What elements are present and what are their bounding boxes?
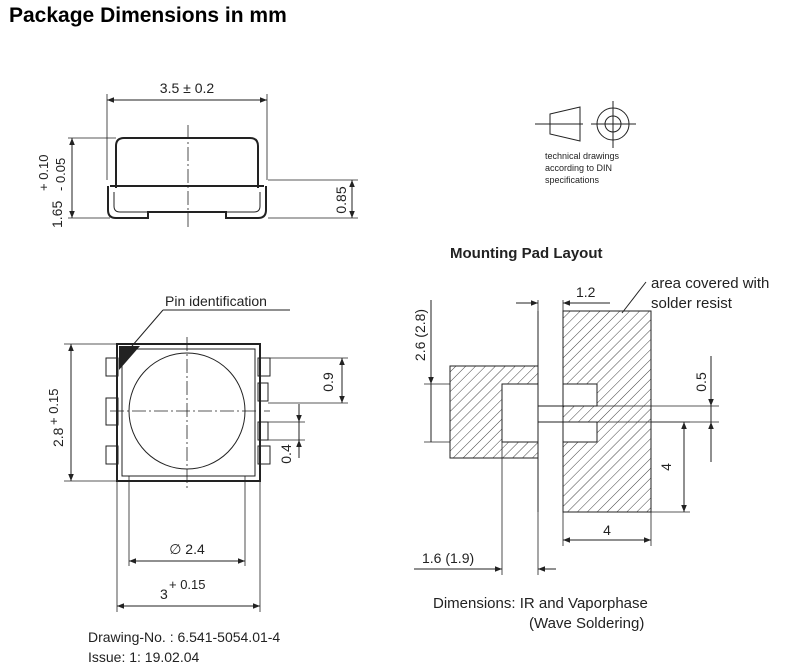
pad-dim-height: 4 [658, 463, 674, 471]
pad-dim-gap: 0.5 [693, 372, 709, 392]
drawing-issue: Issue: 1: 19.02.04 [88, 649, 200, 665]
side-height-tol-minus: - 0.05 [53, 158, 68, 191]
pin-identification-marker [119, 346, 140, 370]
resist-label-line: solder resist [651, 295, 733, 312]
drawing-number: Drawing-No. : 6.541-5054.01-4 [88, 629, 280, 645]
top-height-dim: 2.8 [50, 427, 66, 447]
top-height-tol: + 0.15 [46, 388, 61, 425]
projection-symbol-icon [535, 101, 636, 148]
din-note-line: according to DIN [545, 163, 612, 173]
top-width-tol: + 0.15 [169, 577, 206, 592]
mounting-note-line2: (Wave Soldering) [529, 615, 644, 632]
din-note: technical drawings according to DIN spec… [545, 151, 622, 185]
side-width-dim: 3.5 ± 0.2 [160, 80, 215, 96]
resist-label-line: area covered with [651, 275, 769, 292]
side-view [107, 125, 267, 230]
pad-dim-left: 2.6 (2.8) [412, 309, 428, 361]
page-title: Package Dimensions in mm [9, 4, 287, 27]
pad-dim-width: 4 [603, 522, 611, 538]
top-width-dim: 3 [160, 586, 168, 602]
din-note-line: specifications [545, 175, 600, 185]
mounting-note-line1: Dimensions: IR and Vaporphase [433, 595, 648, 612]
din-note-line: technical drawings [545, 151, 620, 161]
large-pad [562, 310, 652, 513]
top-view [105, 337, 271, 488]
mounting-heading: Mounting Pad Layout [450, 245, 602, 262]
side-height-dim: 1.65 [49, 201, 65, 228]
pad-dim-upper: 0.9 [320, 372, 336, 392]
resist-label: area covered with solder resist [651, 275, 774, 312]
lens-diameter-dim: ∅ 2.4 [169, 541, 205, 557]
pad-dim-bottom: 1.6 (1.9) [422, 550, 474, 566]
pin-identification-label: Pin identification [165, 293, 267, 309]
pad-dim-top: 1.2 [576, 284, 596, 300]
pad-dim-lower: 0.4 [278, 444, 294, 464]
side-lead-dim: 0.85 [333, 186, 349, 213]
mounting-pad-layout [449, 310, 652, 513]
side-height-tol-plus: + 0.10 [36, 154, 51, 191]
